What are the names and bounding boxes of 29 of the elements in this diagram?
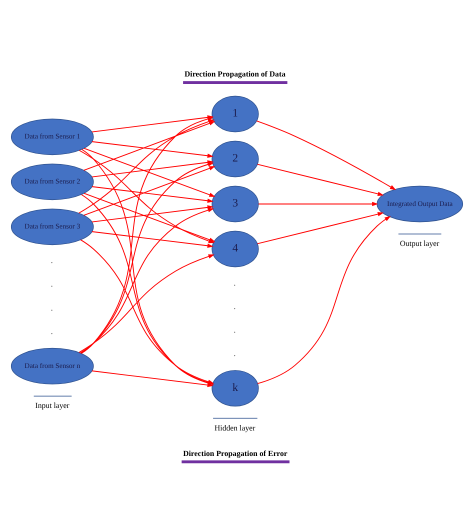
label: . [234, 301, 236, 310]
arrow [92, 204, 214, 222]
node-ellipse: k [212, 370, 259, 406]
node-ellipse: 2 [212, 140, 259, 177]
label: Input layer [35, 400, 70, 410]
label: . [234, 324, 236, 334]
node-ellipse: 3 [212, 185, 259, 222]
label: . [50, 302, 53, 312]
arrow [257, 212, 384, 244]
label: Direction Propagation of Error [183, 448, 288, 458]
arrow [83, 166, 216, 216]
arrow [256, 120, 396, 190]
arrow [258, 201, 378, 206]
arrow [92, 186, 214, 202]
label: . [234, 348, 236, 358]
label: Hidden layer [214, 422, 256, 432]
arrow [84, 192, 216, 242]
node-ellipse: 1 [212, 95, 259, 132]
label: . [50, 326, 53, 336]
label: . [234, 278, 236, 287]
label: Output layer [400, 238, 440, 248]
arrow [257, 163, 384, 196]
arrow [78, 254, 215, 352]
node-ellipse: 4 [212, 230, 259, 267]
label: . [50, 256, 53, 265]
arrow [92, 140, 214, 158]
arrow [257, 216, 391, 384]
label: . [50, 279, 53, 288]
label: Direction Propagation of Data [184, 69, 286, 78]
